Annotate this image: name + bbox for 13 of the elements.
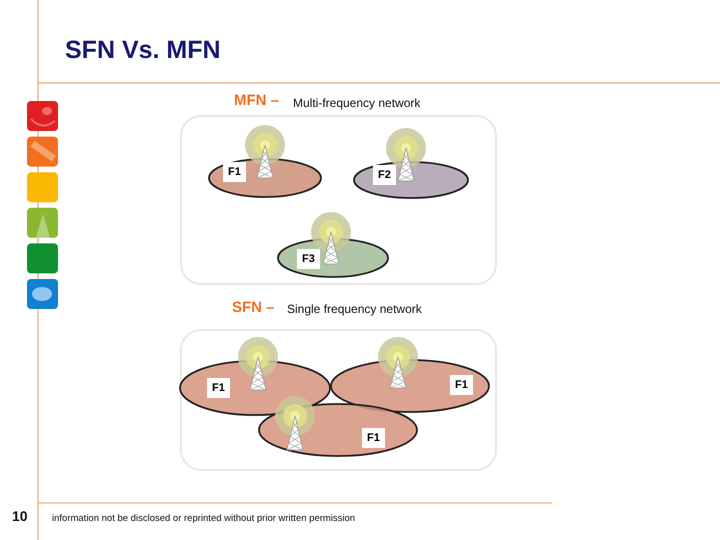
frequency-label: F3	[297, 249, 320, 269]
frequency-label: F1	[223, 162, 246, 182]
section-heading: MFN –	[234, 92, 279, 109]
footer-note: information not be disclosed or reprinted without prior written permission	[52, 513, 356, 524]
frequency-label: F1	[362, 428, 385, 448]
section-heading: SFN –	[232, 299, 275, 316]
frequency-label: F2	[373, 165, 396, 185]
section-subtitle: Multi-frequency network	[293, 96, 420, 110]
section-subtitle: Single frequency network	[287, 302, 422, 316]
page-number: 10	[12, 508, 28, 524]
frequency-label: F1	[450, 375, 473, 395]
slide-title: SFN Vs. MFN	[65, 36, 221, 65]
frequency-label: F1	[207, 378, 230, 398]
